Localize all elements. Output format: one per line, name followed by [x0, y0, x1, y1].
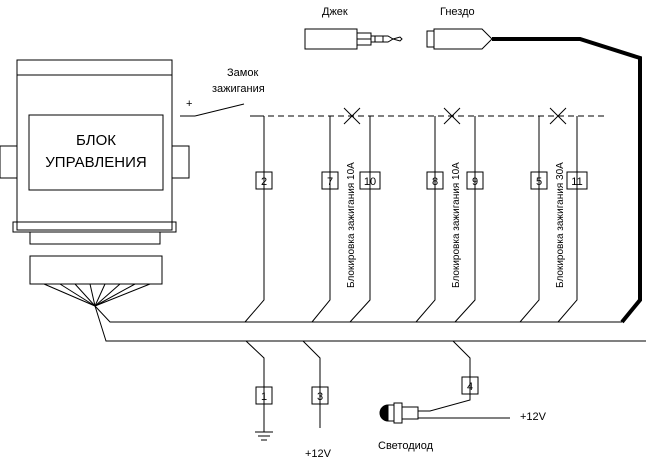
pin-label-8: 8: [432, 176, 438, 188]
pin-label-7: 7: [327, 176, 333, 188]
cut-mark-2: [443, 107, 461, 125]
wire-8: [415, 116, 436, 323]
socket-cable: [492, 37, 642, 324]
pin-label-9: 9: [472, 176, 478, 188]
control-unit-title-line2: УПРАВЛЕНИЯ: [45, 154, 146, 171]
pin-box-2: [255, 171, 273, 190]
socket-connector: [426, 28, 493, 50]
pin-box-3: [311, 386, 329, 405]
pin-label-5: 5: [536, 176, 542, 188]
ground-icon: [255, 431, 273, 441]
pin-label-2: 2: [261, 176, 267, 188]
ignition-label-line2: зажигания: [212, 83, 265, 95]
harness-lower: [94, 305, 646, 342]
pin-box-10: [359, 171, 381, 190]
socket-label: Гнездо: [440, 6, 475, 18]
wire-7: [311, 116, 331, 323]
harness-upper: [94, 305, 622, 323]
wire-9: [454, 116, 476, 323]
pin-box-8: [426, 171, 444, 190]
ignition-label-line1: Замок: [227, 67, 258, 79]
wire-4: [418, 340, 471, 412]
pin-label-3: 3: [317, 391, 323, 403]
plus12-bottom-label: +12V: [305, 448, 332, 460]
pin-box-9: [466, 171, 484, 190]
relay-label-2: Блокировка зажигания 10А: [451, 162, 462, 288]
wire-1: [245, 340, 265, 432]
pin-label-11: 11: [571, 176, 582, 188]
relay-label-1: Блокировка зажигания 10А: [346, 162, 357, 288]
jack-connector: [304, 28, 403, 50]
control-unit: [0, 59, 190, 307]
relay-label-3: Блокировка зажигания 30А: [555, 162, 566, 288]
cut-mark-1: [343, 107, 361, 125]
pin-label-4: 4: [467, 381, 473, 393]
control-unit-title-line1: БЛОК: [76, 132, 116, 149]
cut-mark-3: [549, 107, 567, 125]
wire-11: [557, 116, 578, 323]
ignition-switch: [180, 103, 258, 117]
wire-5: [519, 116, 540, 323]
wire-10: [349, 116, 371, 323]
plus12-led-label: +12V: [520, 411, 547, 423]
pin-box-4: [461, 376, 479, 395]
pin-label-10: 10: [364, 176, 376, 188]
led-icon: [379, 402, 419, 424]
wire-2: [244, 116, 265, 323]
pin-box-11: [566, 171, 588, 190]
jack-label: Джек: [322, 6, 348, 18]
pin-label-1: 1: [261, 391, 267, 403]
wire-3: [302, 340, 321, 428]
pin-box-5: [530, 171, 548, 190]
pin-box-7: [321, 171, 339, 190]
pin-box-1: [255, 386, 273, 405]
led-label: Светодиод: [378, 440, 434, 452]
ignition-plus: +: [186, 98, 192, 110]
